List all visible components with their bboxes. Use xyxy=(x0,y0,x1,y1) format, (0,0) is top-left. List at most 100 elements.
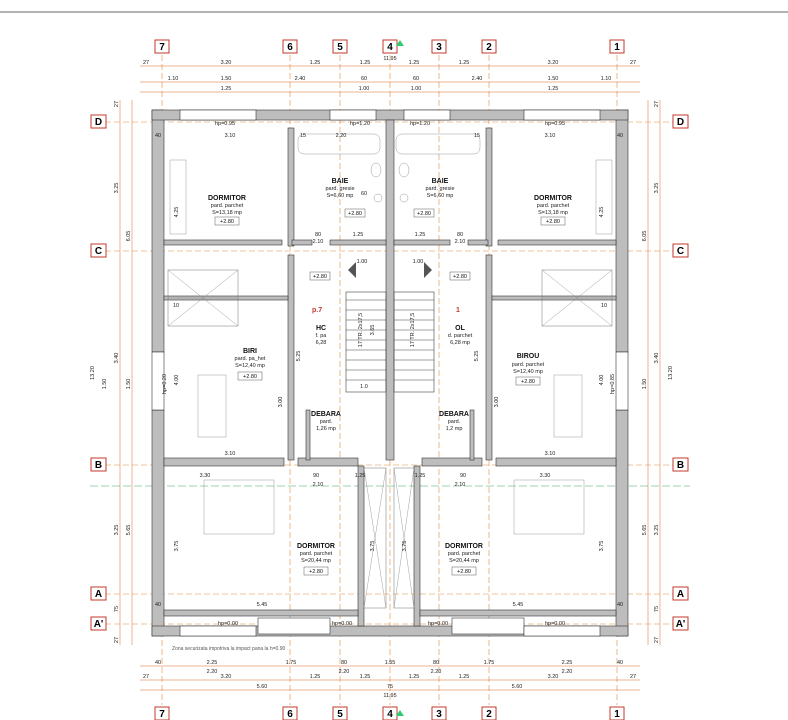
svg-text:27: 27 xyxy=(630,60,636,66)
svg-text:1.25: 1.25 xyxy=(415,473,426,479)
svg-text:27: 27 xyxy=(654,101,660,107)
svg-text:27: 27 xyxy=(630,674,636,680)
svg-text:3.40: 3.40 xyxy=(654,353,660,364)
svg-text:C: C xyxy=(95,246,102,257)
svg-text:1.25: 1.25 xyxy=(459,674,470,680)
svg-text:p.7: p.7 xyxy=(312,307,322,314)
svg-text:hp=0.95: hp=0.95 xyxy=(545,121,565,127)
svg-text:15: 15 xyxy=(300,133,306,139)
svg-text:2.20: 2.20 xyxy=(562,669,573,675)
svg-text:D: D xyxy=(677,117,684,128)
svg-text:5.25: 5.25 xyxy=(296,351,302,362)
svg-text:27: 27 xyxy=(654,637,660,643)
svg-text:S=12,40 mp: S=12,40 mp xyxy=(513,369,543,375)
svg-text:7: 7 xyxy=(159,42,165,53)
svg-text:+2.80: +2.80 xyxy=(220,219,234,225)
north-arrow-top xyxy=(396,40,404,46)
svg-text:1.25: 1.25 xyxy=(221,86,232,92)
svg-text:2.20: 2.20 xyxy=(207,669,218,675)
svg-text:A': A' xyxy=(94,619,104,630)
svg-text:1.25: 1.25 xyxy=(415,232,426,238)
svg-text:BAIE: BAIE xyxy=(332,178,349,185)
svg-text:A: A xyxy=(95,589,102,600)
svg-text:11.95: 11.95 xyxy=(383,693,396,699)
svg-text:5: 5 xyxy=(337,42,343,53)
svg-text:3.25: 3.25 xyxy=(114,525,120,536)
svg-text:f. pa: f. pa xyxy=(316,333,328,339)
svg-text:6.05: 6.05 xyxy=(126,231,132,242)
svg-text:pard. parchet: pard. parchet xyxy=(300,551,333,557)
svg-text:3.20: 3.20 xyxy=(221,674,232,680)
svg-text:1.25: 1.25 xyxy=(409,60,420,66)
svg-text:pard. gresie: pard. gresie xyxy=(325,186,354,192)
svg-text:S=20,44 mp: S=20,44 mp xyxy=(301,558,331,564)
svg-text:BIRI: BIRI xyxy=(243,348,257,355)
svg-text:S=13,18 mp: S=13,18 mp xyxy=(538,210,568,216)
svg-text:2.40: 2.40 xyxy=(295,76,306,82)
axis-markers-right: D C B A A' xyxy=(672,114,689,631)
svg-text:hp=0.95: hp=0.95 xyxy=(215,121,235,127)
svg-text:+2.80: +2.80 xyxy=(309,569,323,575)
svg-text:2.10: 2.10 xyxy=(455,239,466,245)
svg-text:60: 60 xyxy=(413,76,419,82)
room-dormitor-top-left: DORMITOR pard. parchet S=13,18 mp +2.80 xyxy=(208,195,246,226)
svg-text:hp=0.00: hp=0.00 xyxy=(428,621,448,627)
svg-text:5: 5 xyxy=(337,709,343,720)
svg-text:75: 75 xyxy=(654,606,660,612)
svg-text:40: 40 xyxy=(155,660,161,666)
svg-text:4: 4 xyxy=(387,42,393,53)
svg-text:2.25: 2.25 xyxy=(207,660,218,666)
svg-text:3.20: 3.20 xyxy=(548,674,559,680)
svg-text:2.10: 2.10 xyxy=(313,482,324,488)
svg-text:1.75: 1.75 xyxy=(286,660,297,666)
svg-text:3.75: 3.75 xyxy=(599,541,605,552)
svg-text:75: 75 xyxy=(114,606,120,612)
svg-text:6.05: 6.05 xyxy=(642,231,648,242)
svg-text:10: 10 xyxy=(173,303,179,309)
svg-text:3.25: 3.25 xyxy=(114,183,120,194)
svg-text:40: 40 xyxy=(617,602,623,608)
svg-text:6,28: 6,28 xyxy=(316,340,327,346)
svg-text:+2.80: +2.80 xyxy=(348,211,362,217)
svg-text:6,28 mp: 6,28 mp xyxy=(450,340,470,346)
room-baie-left: BAIE pard. gresie S=6,60 mp +2.80 xyxy=(325,178,366,218)
svg-text:BIROU: BIROU xyxy=(517,353,540,360)
svg-text:DEBARA: DEBARA xyxy=(439,411,469,418)
svg-text:pard. parchet: pard. parchet xyxy=(211,203,244,209)
dimension-chain-right: 27 3.25 3.40 3.25 75 27 6.05 1.50 5.65 1… xyxy=(642,100,674,645)
svg-text:1.00: 1.00 xyxy=(359,86,370,92)
svg-text:3: 3 xyxy=(436,709,442,720)
svg-text:2: 2 xyxy=(486,42,492,53)
svg-text:C: C xyxy=(677,246,684,257)
svg-text:+2.80: +2.80 xyxy=(243,374,257,380)
svg-text:hp=0.00: hp=0.00 xyxy=(545,621,565,627)
svg-text:13.20: 13.20 xyxy=(90,366,96,380)
svg-text:+2.80: +2.80 xyxy=(453,274,467,280)
svg-text:10: 10 xyxy=(601,303,607,309)
svg-text:2.25: 2.25 xyxy=(562,660,573,666)
svg-text:hp=1.20: hp=1.20 xyxy=(350,121,370,127)
svg-text:40: 40 xyxy=(155,602,161,608)
svg-text:27: 27 xyxy=(114,637,120,643)
svg-text:hp=0.20: hp=0.20 xyxy=(162,374,168,394)
svg-text:3.25: 3.25 xyxy=(654,183,660,194)
svg-text:hp=0.00: hp=0.00 xyxy=(218,621,238,627)
svg-text:1.50: 1.50 xyxy=(221,76,232,82)
svg-text:40: 40 xyxy=(617,660,623,666)
svg-text:3.10: 3.10 xyxy=(225,451,236,457)
svg-text:80: 80 xyxy=(315,232,321,238)
svg-text:3.75: 3.75 xyxy=(370,541,376,552)
staircase: p.7 1 17 TR. 2x17,5 17 TR. 2x17,5 1.0 xyxy=(312,262,460,393)
svg-text:pard.: pard. xyxy=(320,419,333,425)
svg-text:pard. parchet: pard. parchet xyxy=(448,551,481,557)
svg-text:3.10: 3.10 xyxy=(545,451,556,457)
svg-text:BAIE: BAIE xyxy=(432,178,449,185)
svg-text:1.25: 1.25 xyxy=(459,60,470,66)
svg-text:1.25: 1.25 xyxy=(360,60,371,66)
svg-text:40: 40 xyxy=(155,133,161,139)
svg-text:27: 27 xyxy=(143,60,149,66)
svg-text:5.60: 5.60 xyxy=(257,684,268,690)
svg-text:1.25: 1.25 xyxy=(548,86,559,92)
dimension-chain-left: 27 3.25 1.50 3.40 3.25 75 27 6.05 1.50 5… xyxy=(90,100,133,645)
